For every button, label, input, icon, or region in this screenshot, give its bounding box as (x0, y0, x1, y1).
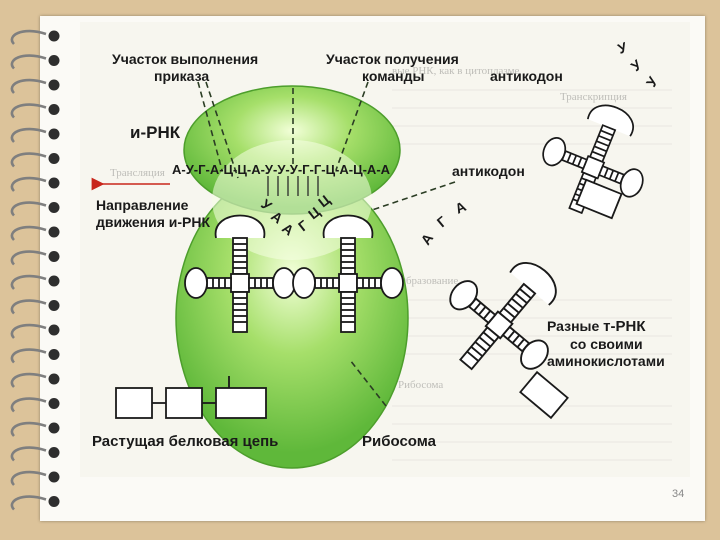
binding-hole (48, 177, 60, 189)
direction-label-1: Направление (96, 197, 189, 213)
spiral-binding (10, 29, 60, 511)
binding-ring (10, 127, 47, 143)
bg-line: Трансляция (110, 167, 165, 179)
binding-ring (10, 225, 47, 241)
background-rules (392, 89, 672, 461)
binding-ring (10, 176, 47, 192)
ribosome-label: Рибосома (362, 433, 437, 450)
binding-ring (10, 470, 47, 486)
binding-ring (10, 78, 47, 94)
amino-acid-box (165, 387, 203, 419)
trna-free-bottom (449, 261, 557, 371)
binding-ring (10, 103, 47, 119)
trna-label-3: аминокислотами (547, 353, 665, 369)
binding-ring (10, 274, 47, 290)
codon-ticks (267, 176, 319, 196)
amino-acid-box (519, 370, 569, 420)
anticodon-letter: У (616, 39, 630, 57)
binding-hole (48, 471, 60, 483)
anticodon-letter: Г (434, 213, 450, 230)
binding-hole (48, 422, 60, 434)
trna-left (184, 214, 296, 333)
amino-acid-box (215, 387, 267, 419)
protein-chain (115, 376, 267, 419)
trna-right (292, 214, 404, 333)
binding-hole (48, 79, 60, 91)
bg-line: вые РНК, как в цитоплазме (392, 65, 520, 77)
amino-acid-box (575, 178, 623, 220)
binding-ring (10, 446, 47, 462)
binding-hole (48, 447, 60, 458)
binding-ring (10, 29, 47, 45)
binding-ring (10, 152, 47, 168)
binding-hole (48, 324, 60, 336)
binding-ring (10, 495, 47, 511)
binding-hole (48, 275, 60, 287)
anticodon-letter: У (628, 56, 645, 74)
page-number: 34 (672, 488, 685, 500)
bg-line: Транскрипция (560, 91, 627, 103)
binding-ring (10, 421, 47, 437)
trna-label-2: со своими (570, 336, 643, 352)
receiving-site-label-1: Участок получения (326, 51, 459, 67)
protein-chain-label: Растущая белковая цепь (92, 433, 278, 450)
anticodon-letter: У (643, 74, 661, 90)
mrna-sequence: А-У-Г-А-Ц-Ц-А-У-У-У-Г-Г-Ц-А-Ц-А-А (172, 162, 391, 177)
binding-hole (48, 153, 60, 164)
binding-hole (48, 202, 60, 213)
trna-label-prefix: Разные (547, 318, 603, 334)
binding-hole (48, 300, 60, 311)
binding-ring (10, 250, 47, 266)
execution-site-label-1: Участок выполнения (112, 51, 258, 67)
trna-label-1: Разные т-РНК (547, 318, 646, 335)
binding-ring (10, 201, 47, 217)
leader-lines (197, 81, 456, 407)
binding-hole (48, 226, 60, 238)
binding-hole (48, 496, 60, 507)
anticodon-top-label: антикодон (490, 68, 563, 84)
bg-line: Образование (398, 275, 458, 287)
binding-ring (10, 348, 47, 364)
execution-site-label-2: приказа (154, 68, 209, 84)
binding-ring (10, 372, 47, 388)
bg-line: Рибосома (398, 379, 443, 391)
anticodon-mid-label: антикодон (452, 163, 525, 179)
trna-structures (184, 104, 644, 420)
background-text: вые РНК, как в цитоплазме Трансляция Тра… (110, 65, 627, 391)
direction-label-2: движения и-РНК (96, 214, 210, 230)
binding-hole (48, 251, 60, 262)
binding-hole (48, 128, 60, 140)
mrna-label: и-РНК (130, 123, 181, 142)
binding-hole (48, 104, 60, 115)
trna-label-name: т-РНК (603, 318, 646, 335)
binding-hole (48, 30, 60, 42)
anticodon-letter: А (453, 198, 469, 217)
receiving-site-label-2: команды (362, 68, 424, 84)
binding-ring (10, 54, 47, 70)
binding-hole (48, 373, 60, 385)
binding-ring (10, 323, 47, 339)
amino-acid-box (115, 387, 153, 419)
anticodon-letter: А (417, 230, 436, 247)
trna-free-top (542, 104, 644, 215)
binding-hole (48, 349, 60, 360)
binding-hole (48, 55, 60, 66)
binding-ring (10, 299, 47, 315)
binding-ring (10, 397, 47, 413)
binding-hole (48, 398, 60, 409)
